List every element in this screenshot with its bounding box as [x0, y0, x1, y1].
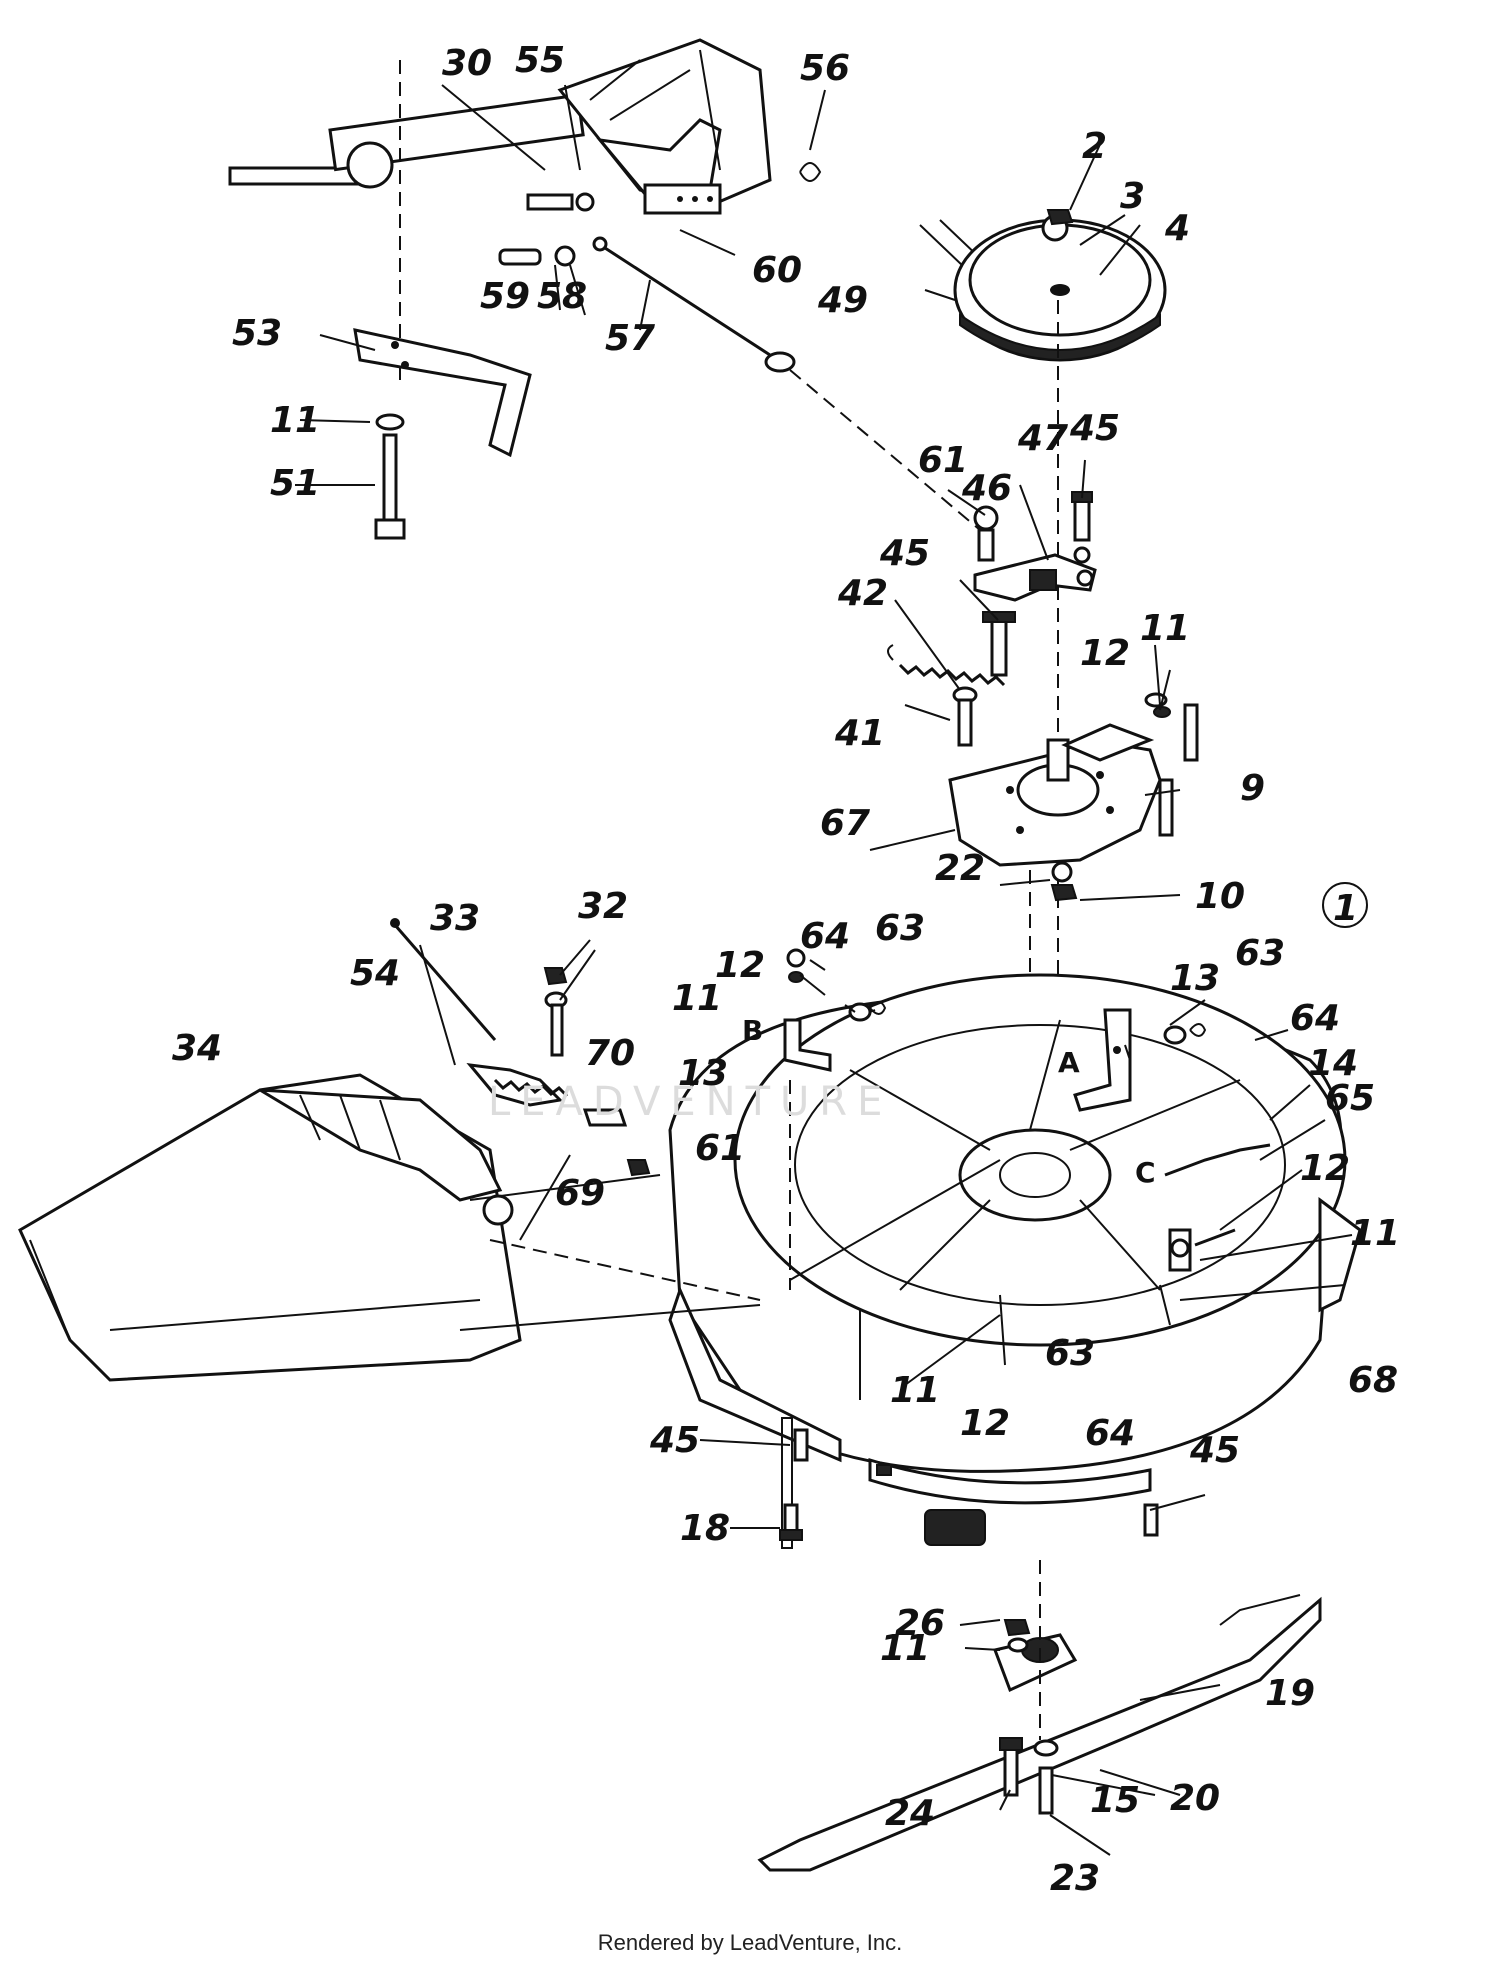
- callout-26: 26: [895, 1603, 945, 1644]
- callout-59: 59: [480, 276, 530, 317]
- callout-22: 22: [935, 848, 985, 889]
- bracket-53: [353, 328, 532, 540]
- spring-41: [887, 644, 1006, 747]
- callout-47: 47: [1017, 418, 1068, 459]
- spindle-plate-67: [948, 692, 1199, 1000]
- callout-13-a: 13: [1170, 958, 1220, 999]
- callout-46: 46: [961, 468, 1012, 509]
- callout-10: 10: [1195, 876, 1245, 917]
- engine-pulley-4: [919, 209, 1167, 1000]
- callout-12-c: 12: [1300, 1148, 1350, 1189]
- discharge-chute-34: [18, 1073, 522, 1382]
- callout-60: 60: [752, 250, 802, 291]
- shift-cable-57: [498, 236, 981, 531]
- callout-23: 23: [1050, 1858, 1100, 1899]
- callout-45-idler: 45: [879, 533, 930, 574]
- callout-20: 20: [1170, 1778, 1220, 1819]
- idler-bracket-46: [973, 491, 1097, 677]
- callout-65: 65: [1325, 1078, 1375, 1119]
- figure-number: 1: [1322, 882, 1368, 929]
- callout-61-chute: 61: [695, 1128, 745, 1169]
- callout-34: 34: [172, 1028, 222, 1069]
- callout-4: 4: [1164, 208, 1190, 249]
- callout-11-c: 11: [1350, 1213, 1400, 1254]
- callout-61-idler: 61: [918, 440, 968, 481]
- reference-letter-c: C: [1135, 1156, 1156, 1189]
- callout-63-b: 63: [875, 908, 925, 949]
- reference-letter-a: A: [1058, 1046, 1080, 1079]
- callout-33: 33: [430, 898, 480, 939]
- callout-56: 56: [800, 48, 850, 89]
- callout-45-right: 45: [1189, 1430, 1240, 1471]
- figure-number-label: 1: [1333, 888, 1358, 929]
- callout-51: 51: [270, 463, 320, 504]
- chute-rod-33: [390, 918, 761, 1301]
- bolt-30: [526, 162, 822, 212]
- callout-9: 9: [1240, 768, 1265, 809]
- callout-12-b: 12: [715, 945, 765, 986]
- callout-55: 55: [515, 40, 565, 81]
- transmission-assembly: [228, 38, 772, 380]
- callout-11-axle: 11: [270, 400, 320, 441]
- watermark: LEADVENTURE: [488, 1079, 892, 1125]
- callout-68: 68: [1348, 1360, 1398, 1401]
- callout-64-deck: 64: [1085, 1413, 1135, 1454]
- callout-19: 19: [1265, 1673, 1315, 1714]
- callout-15: 15: [1090, 1780, 1140, 1821]
- callout-49: 49: [817, 280, 868, 321]
- callout-67: 67: [820, 803, 870, 844]
- callout-3: 3: [1120, 176, 1145, 217]
- callout-58: 58: [537, 276, 587, 317]
- callout-45-top: 45: [1069, 408, 1120, 449]
- callout-11-plate: 11: [1140, 608, 1190, 649]
- mower-deck-14: [668, 973, 1362, 1549]
- callout-11-blade: 11: [880, 1628, 930, 1669]
- footer-credit: Rendered by LeadVenture, Inc.: [597, 1930, 903, 1955]
- bracket-13-b: [783, 948, 887, 1290]
- callout-12-deck: 12: [960, 1403, 1010, 1444]
- callout-64-a: 64: [1290, 998, 1340, 1039]
- callout-11-deck: 11: [890, 1370, 940, 1411]
- callout-57: 57: [605, 318, 655, 359]
- callout-32: 32: [578, 886, 628, 927]
- bracket-65-c: [1164, 1143, 1271, 1272]
- callout-11-b: 11: [672, 978, 722, 1019]
- bracket-13-a: [1073, 1008, 1207, 1112]
- callout-63-a: 63: [1235, 933, 1285, 974]
- callout-14: 14: [1308, 1043, 1358, 1084]
- callout-69: 69: [555, 1173, 605, 1214]
- callout-18: 18: [680, 1508, 730, 1549]
- callout-41: 41: [834, 713, 885, 754]
- callout-64-b: 64: [800, 916, 850, 957]
- callout-70: 70: [585, 1033, 635, 1074]
- callout-30: 30: [442, 43, 492, 84]
- reference-letter-b: B: [742, 1014, 763, 1047]
- callout-53: 53: [232, 313, 282, 354]
- callout-42: 42: [837, 573, 888, 614]
- leader-lines: [295, 84, 1353, 1856]
- callout-54: 54: [350, 953, 400, 994]
- callout-45-deck: 45: [649, 1420, 700, 1461]
- deck-bolts: [779, 1428, 1159, 1541]
- callout-63-deck: 63: [1045, 1333, 1095, 1374]
- callout-13-b: 13: [678, 1053, 728, 1094]
- callout-24: 24: [885, 1793, 935, 1834]
- callout-2: 2: [1082, 126, 1107, 167]
- blade-19: [757, 1560, 1322, 1872]
- callout-12-plate: 12: [1080, 633, 1130, 674]
